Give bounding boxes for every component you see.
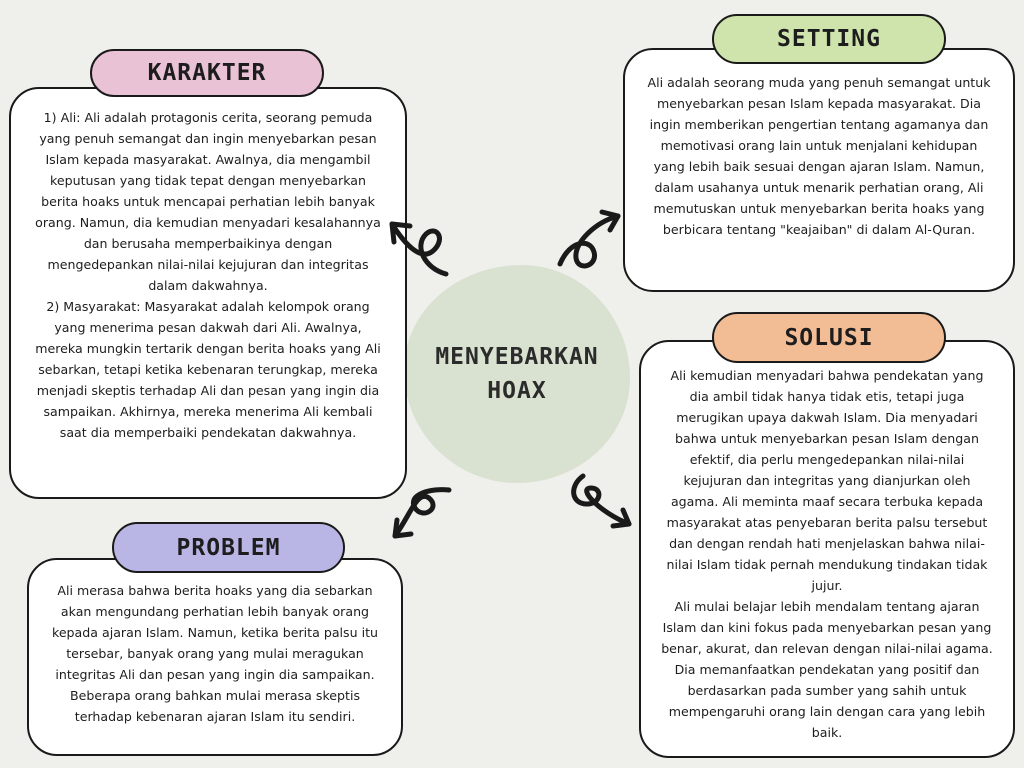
problem-box: Ali merasa bahwa berita hoaks yang dia s… [27, 558, 403, 756]
solusi-paragraph-1: Ali kemudian menyadari bahwa pendekatan … [666, 368, 988, 593]
setting-label: SETTING [712, 14, 946, 64]
arrow-to-problem-icon [392, 487, 452, 539]
problem-text: Ali merasa bahwa berita hoaks yang dia s… [51, 583, 379, 724]
solusi-paragraph-2: Ali mulai belajar lebih mendalam tentang… [661, 599, 993, 740]
setting-box: Ali adalah seorang muda yang penuh seman… [623, 48, 1015, 292]
karakter-item-ali: 1) Ali: Ali adalah protagonis cerita, se… [35, 110, 381, 293]
setting-text: Ali adalah seorang muda yang penuh seman… [647, 75, 991, 237]
arrow-to-setting-icon [557, 209, 621, 269]
problem-label: PROBLEM [112, 522, 345, 573]
center-node: MENYEBARKAN HOAX [404, 265, 630, 483]
solusi-label: SOLUSI [712, 312, 946, 363]
arrow-to-karakter-icon [389, 221, 449, 277]
arrow-to-solusi-icon [571, 473, 632, 529]
karakter-label: KARAKTER [90, 49, 324, 97]
solusi-box: Ali kemudian menyadari bahwa pendekatan … [639, 340, 1015, 758]
karakter-box: 1) Ali: Ali adalah protagonis cerita, se… [9, 87, 407, 499]
center-title: MENYEBARKAN HOAX [435, 344, 599, 404]
karakter-item-masyarakat: 2) Masyarakat: Masyarakat adalah kelompo… [35, 299, 381, 440]
